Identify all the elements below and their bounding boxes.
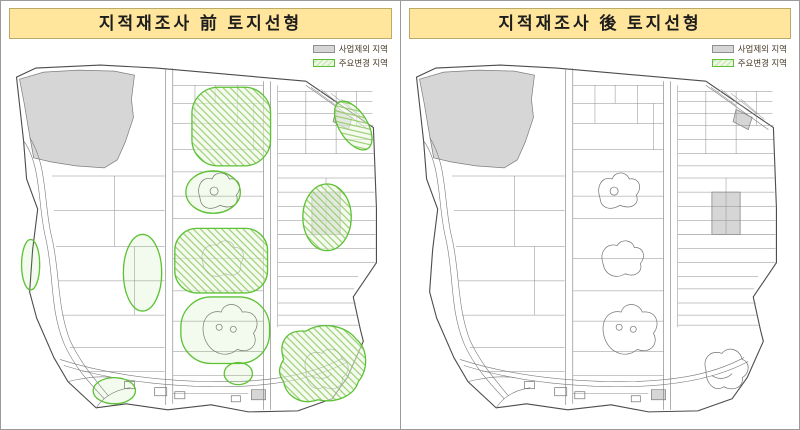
panel-title-after: 지적재조사 後 토지선형	[409, 8, 791, 39]
changed-area-swatch	[312, 59, 335, 67]
legend-label-changed: 주요변경 지역	[737, 58, 787, 68]
legend-item-changed: 주요변경 지역	[312, 57, 388, 69]
legend-label-changed: 주요변경 지역	[338, 58, 388, 68]
changed-area-swatch	[711, 59, 734, 67]
legend-item-changed: 주요변경 지역	[711, 57, 787, 69]
legend-label-excluded: 사업제외 지역	[338, 44, 388, 54]
legend-item-excluded: 사업제외 지역	[711, 43, 787, 55]
cadastral-map-after	[415, 64, 777, 413]
legend-label-excluded: 사업제외 지역	[737, 44, 787, 54]
cadastral-map-before	[15, 64, 381, 413]
basemap-instance	[415, 64, 777, 413]
legend-before: 사업제외 지역 주요변경 지역	[312, 43, 388, 69]
excluded-area-swatch	[711, 45, 734, 53]
legend-item-excluded: 사업제외 지역	[312, 43, 388, 55]
excluded-area-swatch	[312, 45, 335, 53]
legend-after: 사업제외 지역 주요변경 지역	[711, 43, 787, 69]
panel-title-before: 지적재조사 前 토지선형	[9, 8, 392, 39]
panel-after: 지적재조사 後 토지선형 사업제외 지역 주요변경 지역	[400, 1, 799, 429]
panel-before: 지적재조사 前 토지선형 사업제외 지역 주요변경 지역	[1, 1, 400, 429]
